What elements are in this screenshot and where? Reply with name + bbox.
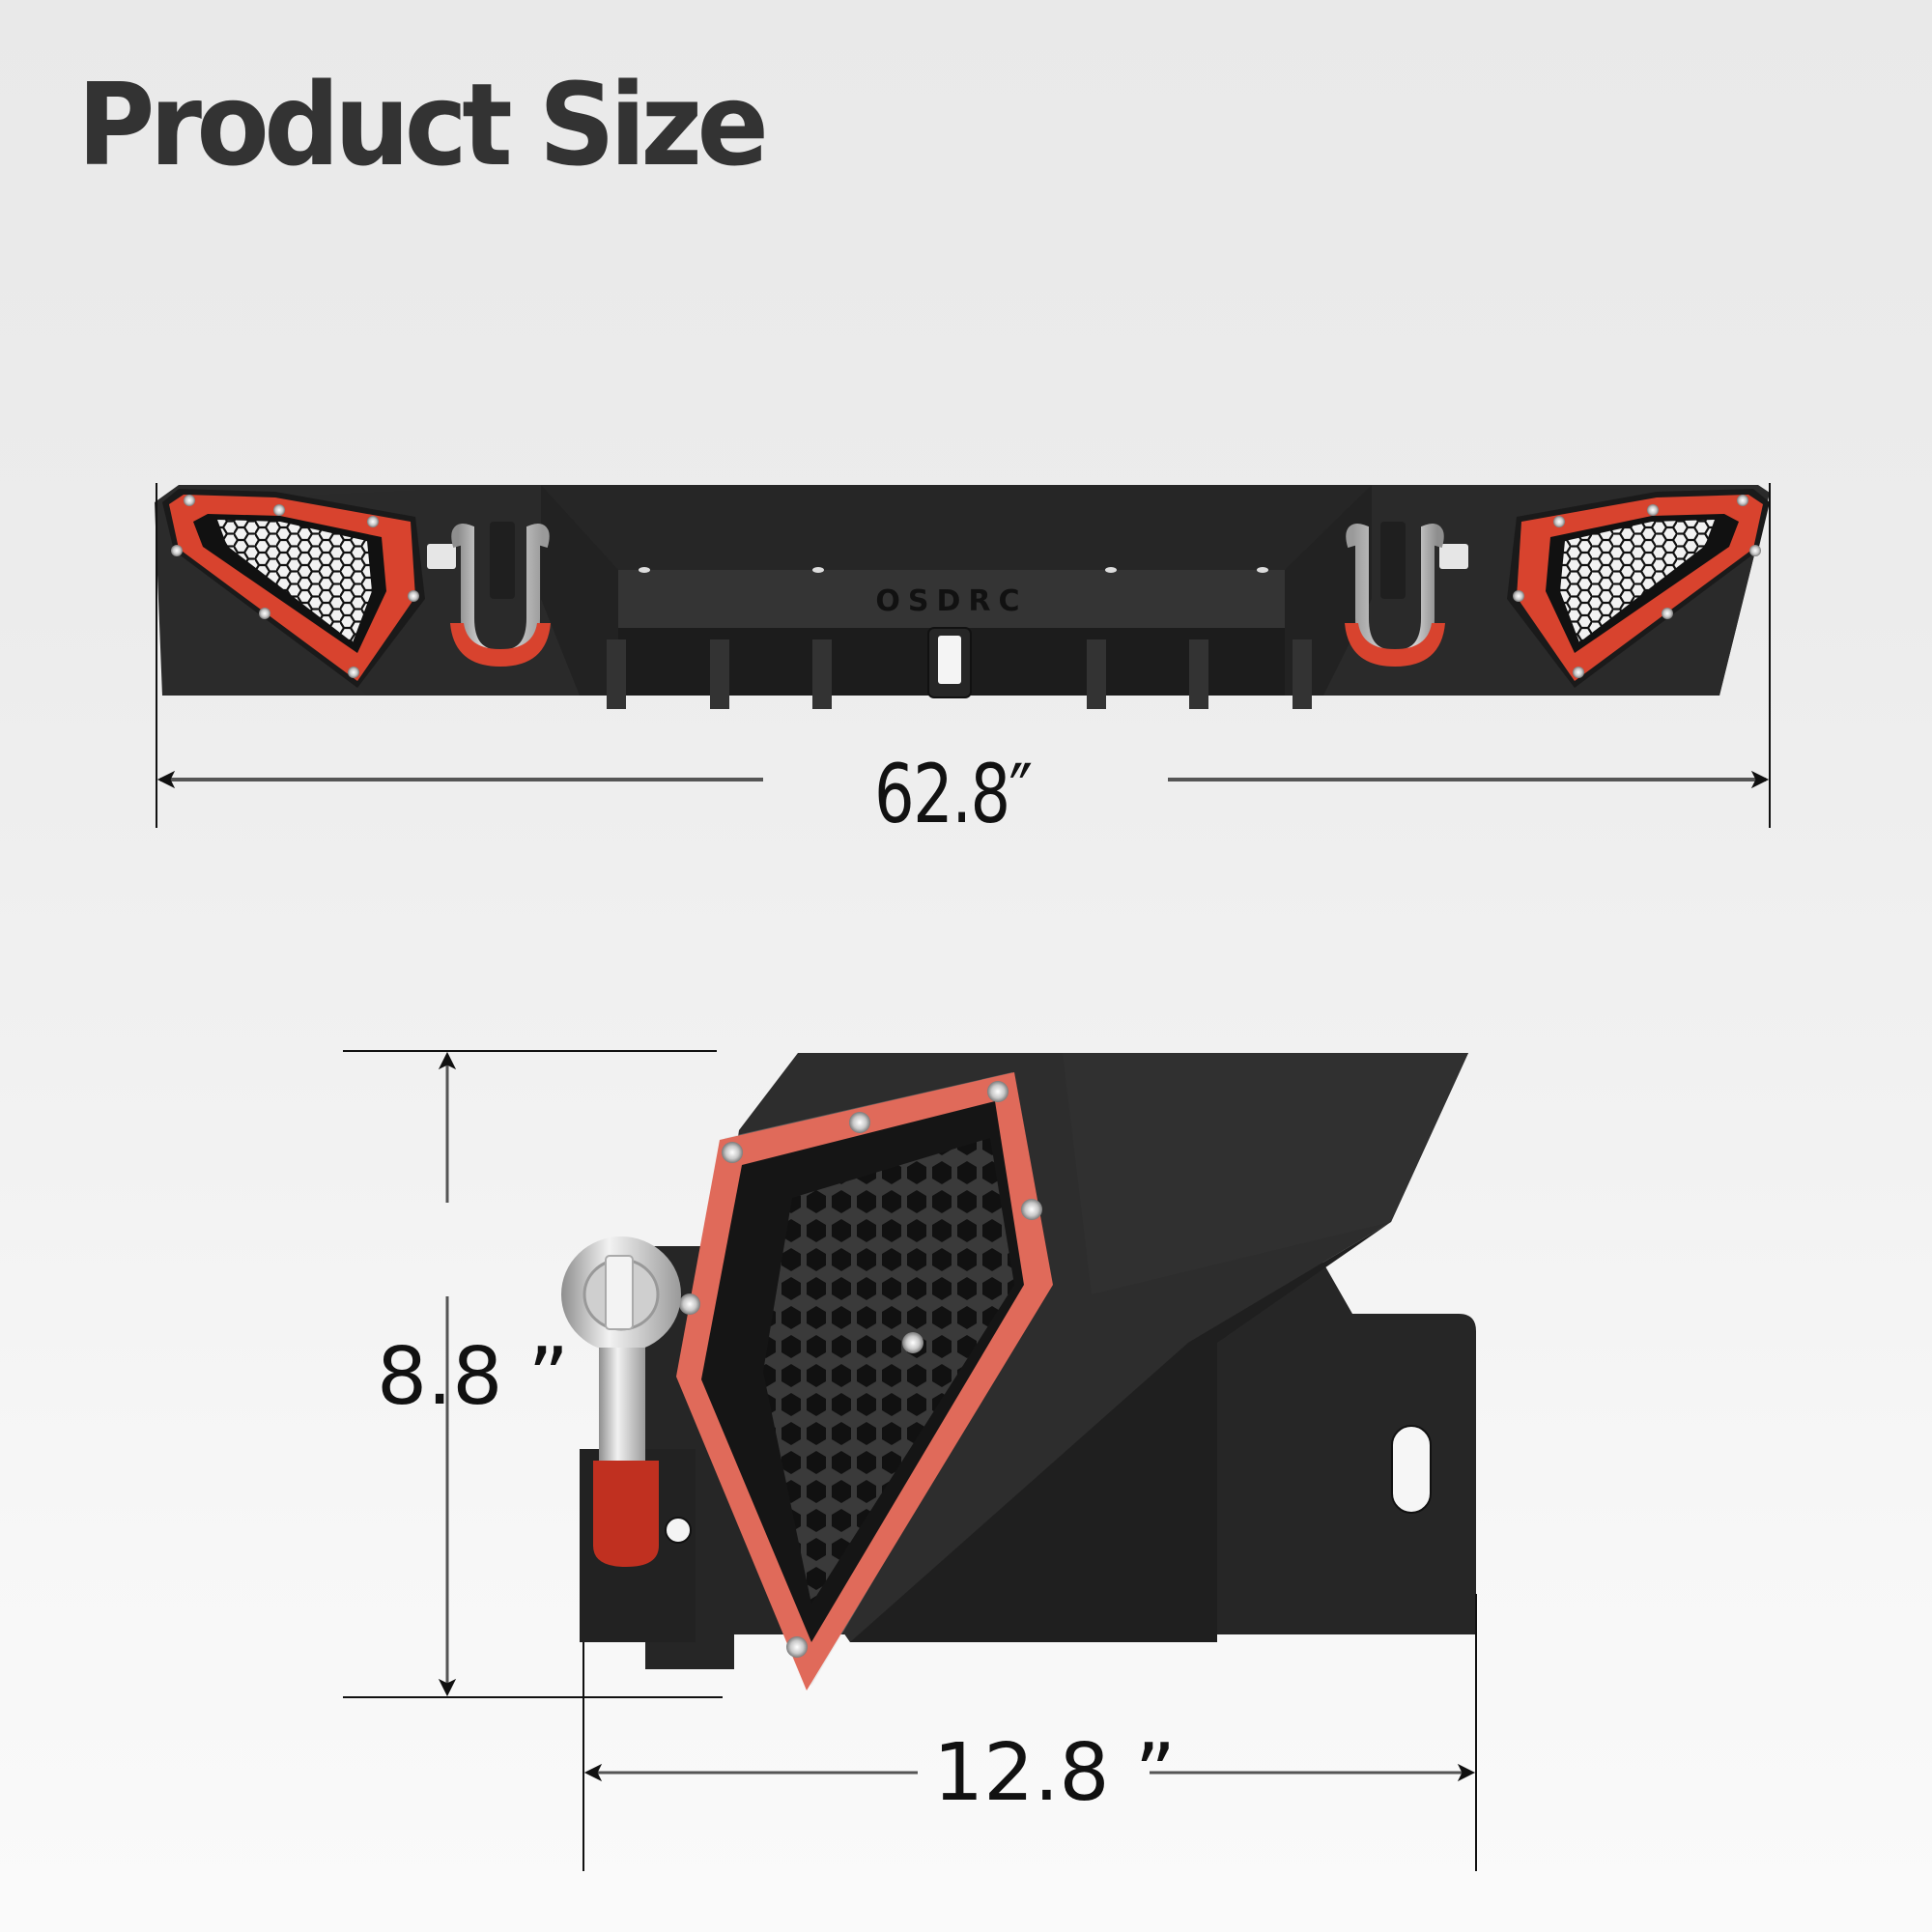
left-d-ring-shackle [427,522,551,667]
right-d-ring-shackle [1345,522,1468,667]
page-title: Product Size [77,58,769,191]
width-dimension-label: 62.8″ [874,747,1033,841]
hitch-receiver [927,627,972,698]
width-dimension-line [156,483,1771,828]
brand-logo: OSDRC [875,584,1027,618]
depth-dimension-label: 12.8 ” [933,1727,1177,1819]
height-dimension-line [343,1050,723,1698]
height-dimension-label: 8.8 ” [377,1331,569,1423]
side-view-bumper [561,1053,1476,1690]
right-vent [1507,489,1770,688]
mounting-tabs [607,639,1312,709]
tow-hook [561,1236,681,1567]
left-vent [162,489,425,688]
depth-dimension-line [582,1594,1477,1871]
